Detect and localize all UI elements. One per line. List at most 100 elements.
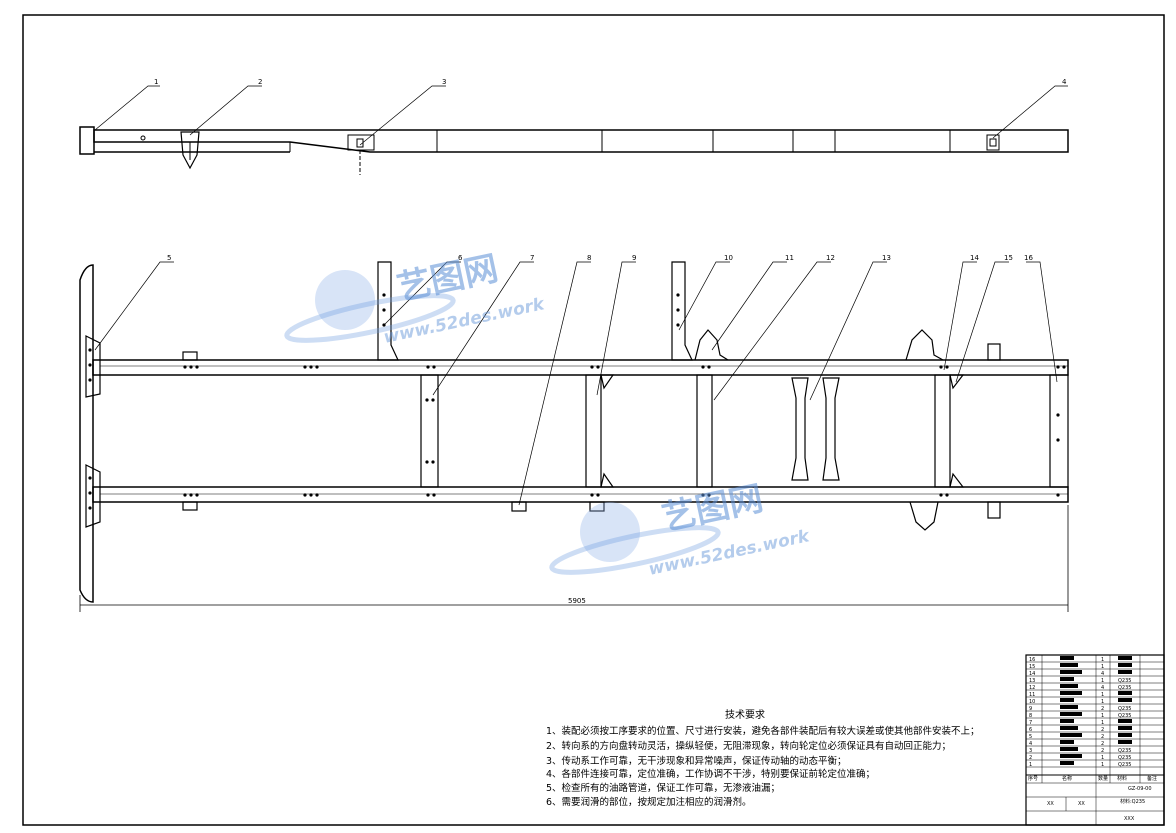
bom-qty: 2 — [1101, 727, 1104, 733]
bom-material-bar — [1118, 733, 1132, 737]
bom-header-qty: 数量 — [1098, 775, 1108, 782]
bom-name-bar — [1060, 670, 1082, 674]
bom-qty: 4 — [1101, 671, 1104, 677]
callouts: 1 2 3 4 5 6 7 8 9 10 11 12 13 14 15 16 — [154, 78, 1067, 262]
bom-name-bar — [1060, 698, 1074, 702]
tech-line-1: 1、装配必须按工序要求的位置、尺寸进行安装，避免各部件装配后有较大误差或使其他部… — [546, 725, 980, 737]
bom-material-bar — [1118, 719, 1132, 723]
bom-name-bar — [1060, 684, 1078, 688]
callout-14: 14 — [970, 254, 979, 262]
bom-name-bar — [1060, 663, 1078, 667]
bom-name-bar — [1060, 761, 1074, 765]
callout-9: 9 — [632, 254, 636, 262]
bom-qty: 1 — [1101, 755, 1104, 761]
company: XXX — [1124, 816, 1135, 822]
bom-qty: 1 — [1101, 664, 1104, 670]
bom-header-note: 备注 — [1147, 775, 1157, 782]
bom-name-bar — [1060, 740, 1074, 744]
bom-qty: 2 — [1101, 748, 1104, 754]
bom-material-bar — [1118, 656, 1132, 660]
bom-qty: 2 — [1101, 734, 1104, 740]
designer: XX — [1047, 801, 1054, 807]
bom-qty: 1 — [1101, 657, 1104, 663]
bom-name-cells — [1060, 656, 1132, 765]
callout-6: 6 — [458, 254, 463, 262]
bom-qty: 1 — [1101, 692, 1104, 698]
bom-number: 4 — [1029, 741, 1032, 747]
side-view — [79, 126, 1069, 175]
callout-2: 2 — [258, 78, 262, 86]
callout-7: 7 — [530, 254, 534, 262]
sheet-border — [22, 14, 1165, 826]
callout-8: 8 — [587, 254, 591, 262]
callout-15: 15 — [1004, 254, 1013, 262]
callout-5: 5 — [167, 254, 171, 262]
bom-name-bar — [1060, 656, 1074, 660]
bom-material: Q235 — [1118, 678, 1131, 684]
material-note: 材料:Q235 — [1120, 798, 1145, 805]
bom-qty: 2 — [1101, 741, 1104, 747]
callout-13: 13 — [882, 254, 891, 262]
bom-name-bar — [1060, 712, 1082, 716]
tech-line-5: 5、检查所有的油路管道，保证工作可靠，无渗液油漏； — [546, 782, 780, 794]
bom-number: 7 — [1029, 720, 1032, 726]
leader-lines — [94, 85, 1068, 506]
bom-name-bar — [1060, 691, 1082, 695]
bom-number: 16 — [1029, 657, 1035, 663]
bom-material-bar — [1118, 740, 1132, 744]
bom-number: 2 — [1029, 755, 1032, 761]
bom-header-name: 名称 — [1062, 775, 1072, 782]
callout-16: 16 — [1024, 254, 1033, 262]
bom-qty: 1 — [1101, 678, 1104, 684]
bom-qty: 4 — [1101, 685, 1104, 691]
bom-number: 13 — [1029, 678, 1035, 684]
bom-name-bar — [1060, 747, 1078, 751]
bom-qty: 1 — [1101, 762, 1104, 768]
technical-requirements: 技术要求 1、装配必须按工序要求的位置、尺寸进行安装，避免各部件装配后有较大误差… — [546, 708, 980, 808]
bom-qty: 1 — [1101, 713, 1104, 719]
bom-name-bar — [1060, 719, 1074, 723]
bom-material-bar — [1118, 726, 1132, 730]
bom-qty: 2 — [1101, 706, 1104, 712]
tech-line-3: 3、传动系工作可靠，无干涉现象和异常噪声，保证传动轴的动态平衡； — [546, 755, 847, 767]
bom-name-bar — [1060, 733, 1082, 737]
bom-material-bar — [1118, 663, 1132, 667]
tech-title: 技术要求 — [725, 708, 765, 721]
callout-3: 3 — [442, 78, 446, 86]
bom-material-bar — [1118, 670, 1132, 674]
drawing-number: GZ-09-00 — [1128, 786, 1152, 792]
bom-number: 1 — [1029, 762, 1032, 768]
bom-header-mat: 材料 — [1117, 775, 1127, 782]
callout-4: 4 — [1062, 78, 1067, 86]
bom-number: 3 — [1029, 748, 1032, 754]
bom-number: 5 — [1029, 734, 1032, 740]
callout-1: 1 — [154, 78, 158, 86]
tech-line-6: 6、需要润滑的部位，按规定加注相应的润滑剂。 — [546, 796, 752, 808]
bom-qty: 1 — [1101, 699, 1104, 705]
callout-11: 11 — [785, 254, 794, 262]
bom-material: Q235 — [1118, 685, 1131, 691]
plan-view — [79, 261, 1069, 603]
bom-number: 12 — [1029, 685, 1035, 691]
bom-number: 8 — [1029, 713, 1032, 719]
bom-material-bar — [1118, 698, 1132, 702]
bom-qty: 1 — [1101, 720, 1104, 726]
bom-material: Q235 — [1118, 748, 1131, 754]
svg-text:艺图网: 艺图网 — [394, 248, 502, 308]
dimension-value: 5905 — [568, 597, 586, 605]
callout-12: 12 — [826, 254, 835, 262]
bom-number: 6 — [1029, 727, 1032, 733]
bom-name-bar — [1060, 754, 1082, 758]
bom-name-bar — [1060, 726, 1078, 730]
overall-dimension — [79, 505, 1069, 612]
bom-number: 14 — [1029, 671, 1035, 677]
bom-number: 15 — [1029, 664, 1035, 670]
bom-header-no: 序号 — [1028, 775, 1038, 782]
tech-line-2: 2、转向系的方向盘转动灵活，操纵轻便，无阻滞现象，转向轮定位必须保证具有自动回正… — [546, 740, 951, 752]
bom-material: Q235 — [1118, 706, 1131, 712]
bom-material: Q235 — [1118, 713, 1131, 719]
